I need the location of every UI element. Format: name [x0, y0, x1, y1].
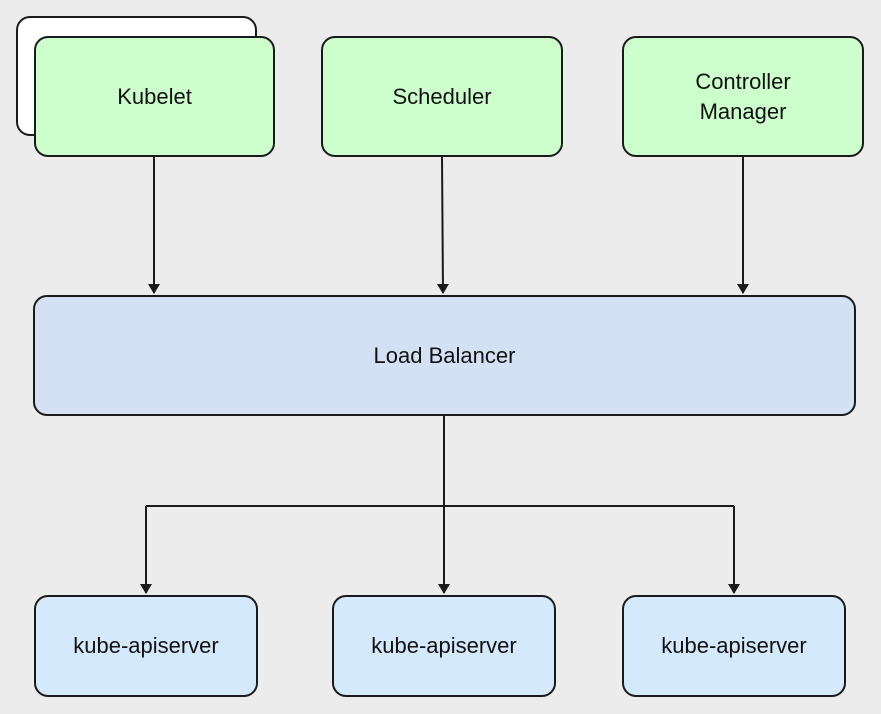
- controller-manager-label: Controller Manager: [695, 68, 791, 124]
- scheduler-to-lb-arrow: [436, 156, 449, 294]
- controller-manager-node: Controller Manager: [622, 36, 864, 157]
- apiserver-node-3: kube-apiserver: [622, 595, 846, 697]
- kubelet-node: Kubelet: [34, 36, 275, 157]
- apiserver-label-2: kube-apiserver: [371, 633, 517, 658]
- apiserver-node-1: kube-apiserver: [34, 595, 258, 697]
- apiserver-label-1: kube-apiserver: [73, 633, 219, 658]
- kubelet-label: Kubelet: [117, 83, 192, 109]
- scheduler-label: Scheduler: [392, 83, 492, 109]
- apiserver-node-2: kube-apiserver: [332, 595, 556, 697]
- load-balancer-node: Load Balancer: [33, 295, 856, 416]
- apiserver-label-3: kube-apiserver: [661, 633, 807, 658]
- scheduler-node: Scheduler: [321, 36, 563, 157]
- load-balancer-label: Load Balancer: [373, 342, 516, 368]
